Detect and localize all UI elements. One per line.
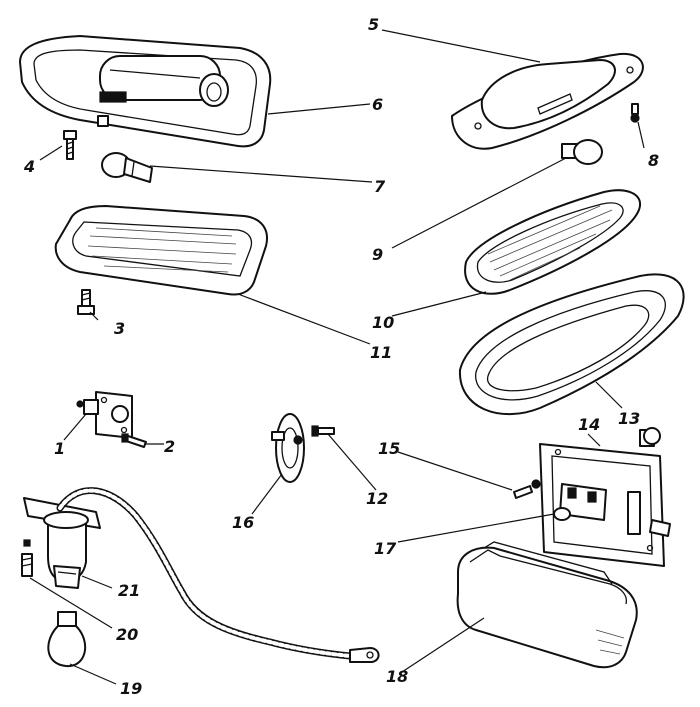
label-16: 16 <box>232 513 254 532</box>
part-19-bulb <box>47 611 86 668</box>
part-11-lens-cover <box>54 205 268 296</box>
part-6-lamp-housing <box>19 35 272 148</box>
part-2-screw <box>121 433 147 448</box>
label-19: 19 <box>120 679 142 698</box>
part-7-bulb <box>101 152 153 183</box>
label-21: 21 <box>118 581 140 600</box>
part-labels: 5 6 4 7 8 9 10 11 3 13 14 15 1 2 12 16 1… <box>23 15 659 698</box>
part-4-screw <box>63 130 77 160</box>
part-21-lamp-holder <box>23 497 101 589</box>
label-7: 7 <box>374 177 386 196</box>
label-18: 18 <box>386 667 408 686</box>
label-20: 20 <box>116 625 138 644</box>
part-15-screw <box>513 479 541 499</box>
part-13-frame <box>458 273 685 416</box>
label-4: 4 <box>23 157 35 176</box>
label-3: 3 <box>114 319 125 338</box>
label-9: 9 <box>372 245 383 264</box>
label-2: 2 <box>164 437 175 456</box>
label-15: 15 <box>378 439 400 458</box>
label-13: 13 <box>618 409 640 428</box>
part-17-screw <box>553 507 571 521</box>
part-16-socket <box>271 413 305 483</box>
part-5-plafond <box>451 52 644 150</box>
part-12-screw <box>311 425 335 437</box>
label-12: 12 <box>366 489 388 508</box>
label-17: 17 <box>374 539 397 558</box>
part-9-bulb <box>561 139 603 165</box>
label-6: 6 <box>372 95 383 114</box>
part-3-screw <box>77 289 95 315</box>
label-14: 14 <box>578 415 600 434</box>
part-14-panel <box>539 427 671 567</box>
part-21-cable <box>56 487 380 663</box>
label-10: 10 <box>372 313 394 332</box>
part-18-cover <box>456 541 638 669</box>
label-11: 11 <box>370 343 392 362</box>
part-20-screw <box>21 539 33 577</box>
label-1: 1 <box>54 439 65 458</box>
label-8: 8 <box>648 151 659 170</box>
label-5: 5 <box>368 15 379 34</box>
part-8-screw <box>630 103 640 123</box>
part-10-lens <box>464 189 641 295</box>
leader-lines <box>29 29 645 685</box>
